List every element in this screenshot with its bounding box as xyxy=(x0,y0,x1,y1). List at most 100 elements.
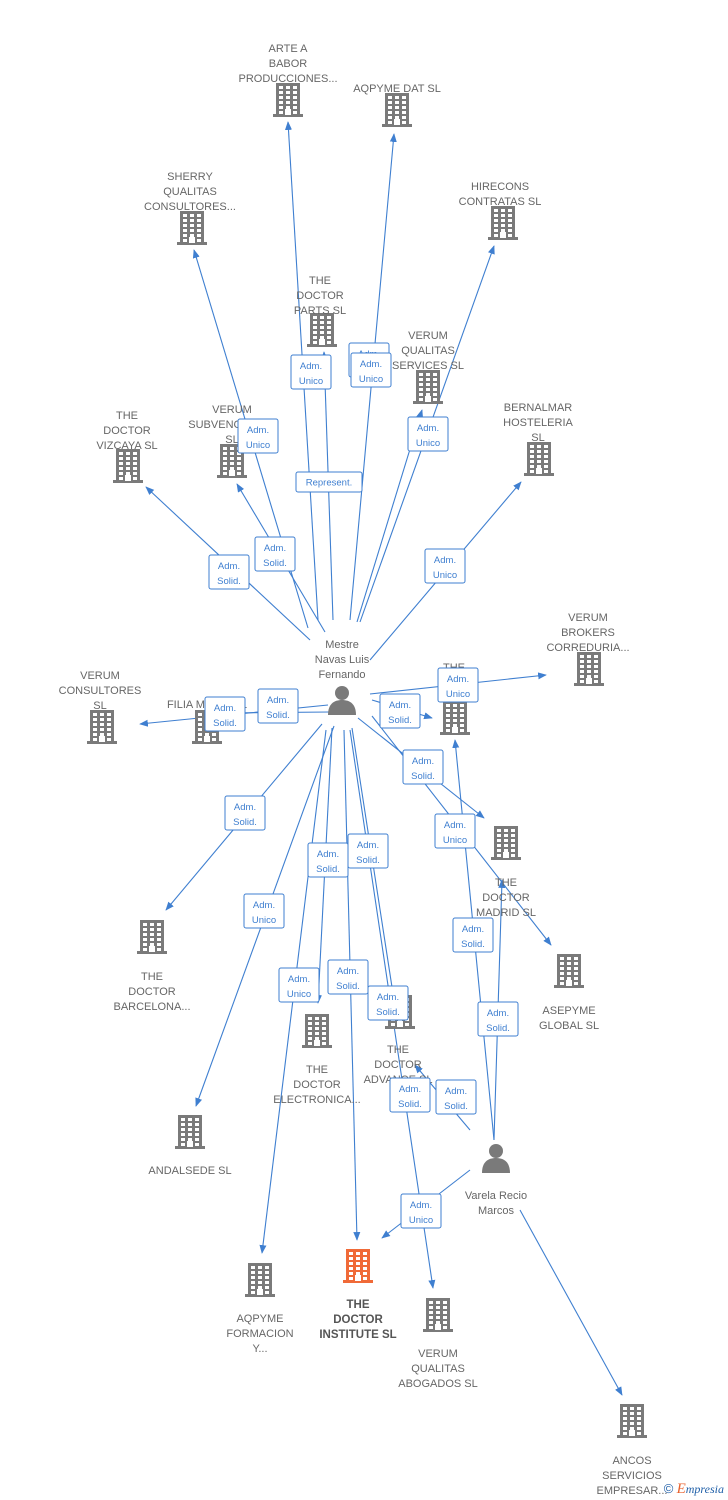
node-sherry[interactable]: SHERRYQUALITASCONSULTORES... xyxy=(144,171,236,245)
relation-label[interactable]: Adm.Unico xyxy=(290,354,332,390)
empresia-watermark: © Empresia xyxy=(664,1481,724,1498)
relation-label-text: Solid. xyxy=(376,1007,400,1018)
relation-label-text: Adm. xyxy=(264,543,286,554)
node-label: ANCOS xyxy=(612,1455,651,1467)
node-ancos[interactable]: ANCOSSERVICIOSEMPRESAR... xyxy=(597,1404,668,1497)
node-label: DOCTOR xyxy=(333,1314,383,1326)
building-icon xyxy=(307,313,337,347)
building-icon xyxy=(413,370,443,404)
node-label: BARCELONA... xyxy=(113,1001,190,1013)
node-label: CONSULTORES xyxy=(59,685,142,697)
building-icon xyxy=(175,1115,205,1149)
relation-label[interactable]: Adm.Unico xyxy=(350,352,392,388)
relation-label-text: Solid. xyxy=(388,715,412,726)
building-icon xyxy=(491,826,521,860)
relation-label[interactable]: Adm.Solid. xyxy=(347,833,389,869)
node-electronica[interactable]: THEDOCTORELECTRONICA... xyxy=(273,1014,361,1106)
relation-label[interactable]: Adm.Unico xyxy=(278,967,320,1003)
node-label: THE xyxy=(116,410,138,422)
relation-label-text: Solid. xyxy=(217,576,241,587)
node-label: ASEPYME xyxy=(542,1005,595,1017)
relation-label-text: Adm. xyxy=(417,423,439,434)
relation-label[interactable]: Adm.Unico xyxy=(434,813,476,849)
relation-label[interactable]: Adm.Unico xyxy=(400,1193,442,1229)
relation-label[interactable]: Adm.Solid. xyxy=(224,795,266,831)
relation-label-text: Adm. xyxy=(300,361,322,372)
relation-label-text: Adm. xyxy=(253,900,275,911)
node-label: SL xyxy=(531,432,544,444)
node-label: ABOGADOS SL xyxy=(398,1378,477,1390)
relation-label[interactable]: Adm.Solid. xyxy=(389,1077,431,1113)
relation-label[interactable]: Adm.Unico xyxy=(407,416,449,452)
node-label: SL xyxy=(225,434,238,446)
building-icon xyxy=(423,1298,453,1332)
node-label: AQPYME xyxy=(236,1313,283,1325)
node-aqform[interactable]: AQPYMEFORMACIONY... xyxy=(226,1263,294,1355)
node-arte[interactable]: ARTE ABABORPRODUCCIONES... xyxy=(238,43,338,117)
node-vbrokers[interactable]: VERUMBROKERSCORREDURIA... xyxy=(546,612,630,686)
node-label: SERVICES SL xyxy=(392,360,464,372)
relation-label-text: Solid. xyxy=(316,864,340,875)
relation-label[interactable]: Adm.Unico xyxy=(237,418,279,454)
node-aqdat[interactable]: AQPYME DAT SL xyxy=(353,83,441,127)
relation-label[interactable]: Adm.Solid. xyxy=(452,917,494,953)
node-barcelona[interactable]: THEDOCTORBARCELONA... xyxy=(113,920,191,1013)
relation-label-text: Adm. xyxy=(214,703,236,714)
node-label: SL xyxy=(93,700,106,712)
node-label: CONSULTORES... xyxy=(144,201,236,213)
relation-label-text: Solid. xyxy=(444,1101,468,1112)
node-label: VIZCAYA SL xyxy=(96,440,157,452)
relation-label-text: Adm. xyxy=(377,992,399,1003)
building-icon xyxy=(554,954,584,988)
relation-label[interactable]: Adm.Unico xyxy=(424,548,466,584)
node-label: ANDALSEDE SL xyxy=(148,1165,231,1177)
relation-label-text: Adm. xyxy=(288,974,310,985)
node-andalsede[interactable]: ANDALSEDE SL xyxy=(148,1115,232,1177)
relation-label[interactable]: Adm.Solid. xyxy=(257,688,299,724)
relation-label[interactable]: Adm.Unico xyxy=(437,667,479,703)
relation-label-text: Adm. xyxy=(487,1008,509,1019)
relation-label-text: Adm. xyxy=(337,966,359,977)
relation-label[interactable]: Adm.Unico xyxy=(243,893,285,929)
relation-label-text: Adm. xyxy=(399,1084,421,1095)
relation-label-text: Unico xyxy=(446,689,470,700)
relation-label[interactable]: Adm.Solid. xyxy=(204,696,246,732)
relation-label[interactable]: Adm.Solid. xyxy=(208,554,250,590)
node-label: GLOBAL SL xyxy=(539,1020,599,1032)
person-icon xyxy=(328,686,356,715)
node-asepyme[interactable]: ASEPYME GLOBAL SL xyxy=(539,954,599,1032)
node-label: BERNALMAR xyxy=(504,402,573,414)
relation-label[interactable]: Adm. Solid. xyxy=(254,536,296,572)
building-icon xyxy=(488,206,518,240)
node-label: INSTITUTE SL xyxy=(319,1329,396,1341)
building-icon xyxy=(617,1404,647,1438)
relation-label-text: Solid. xyxy=(461,939,485,950)
relation-label[interactable]: Adm.Solid. xyxy=(327,959,369,995)
building-icon xyxy=(382,93,412,127)
node-label: VERUM xyxy=(212,404,252,416)
relation-label[interactable]: Represent. xyxy=(295,471,363,493)
building-icon xyxy=(177,211,207,245)
relation-label[interactable]: Adm.Solid. xyxy=(307,842,349,878)
relation-label[interactable]: Adm.Solid. xyxy=(402,749,444,785)
relation-label[interactable]: Adm.Solid. xyxy=(435,1079,477,1115)
node-label: HOSTELERIA xyxy=(503,417,573,429)
node-label: DOCTOR xyxy=(374,1059,422,1071)
relation-label-text: Unico xyxy=(359,374,383,385)
node-bernalmar[interactable]: BERNALMAR HOSTELERIA SL xyxy=(503,402,574,476)
relation-label[interactable]: Adm. Solid. xyxy=(367,985,409,1021)
relation-label[interactable]: Adm.Solid. xyxy=(379,693,421,729)
relation-label-text: Solid. xyxy=(263,558,287,569)
building-icon xyxy=(440,701,470,735)
relation-label[interactable]: Adm.Solid. xyxy=(477,1001,519,1037)
